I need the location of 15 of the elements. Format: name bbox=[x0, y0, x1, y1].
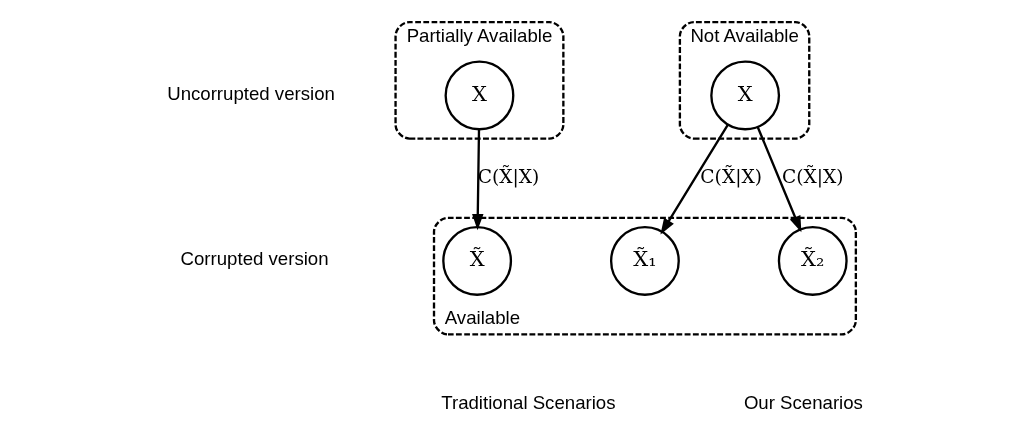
edge-label: C(X̃|X) bbox=[781, 165, 844, 187]
label: Uncorrupted version bbox=[167, 82, 335, 104]
edge-label: C(X̃|X) bbox=[700, 165, 762, 187]
label: Corrupted version bbox=[180, 248, 329, 270]
arrow bbox=[472, 129, 484, 231]
node-circle: X̃₂ bbox=[777, 226, 848, 296]
edge-label: C(X̃|X) bbox=[477, 165, 540, 187]
arrow bbox=[756, 126, 802, 233]
arrow bbox=[660, 124, 729, 235]
node-circle: X̃₁ bbox=[609, 226, 680, 296]
label: Our Scenarios bbox=[743, 391, 863, 413]
node-circle: X bbox=[710, 60, 781, 131]
node-circle: X̃ bbox=[442, 226, 513, 296]
node-circle: X bbox=[444, 60, 515, 131]
label: Traditional Scenarios bbox=[441, 391, 616, 413]
